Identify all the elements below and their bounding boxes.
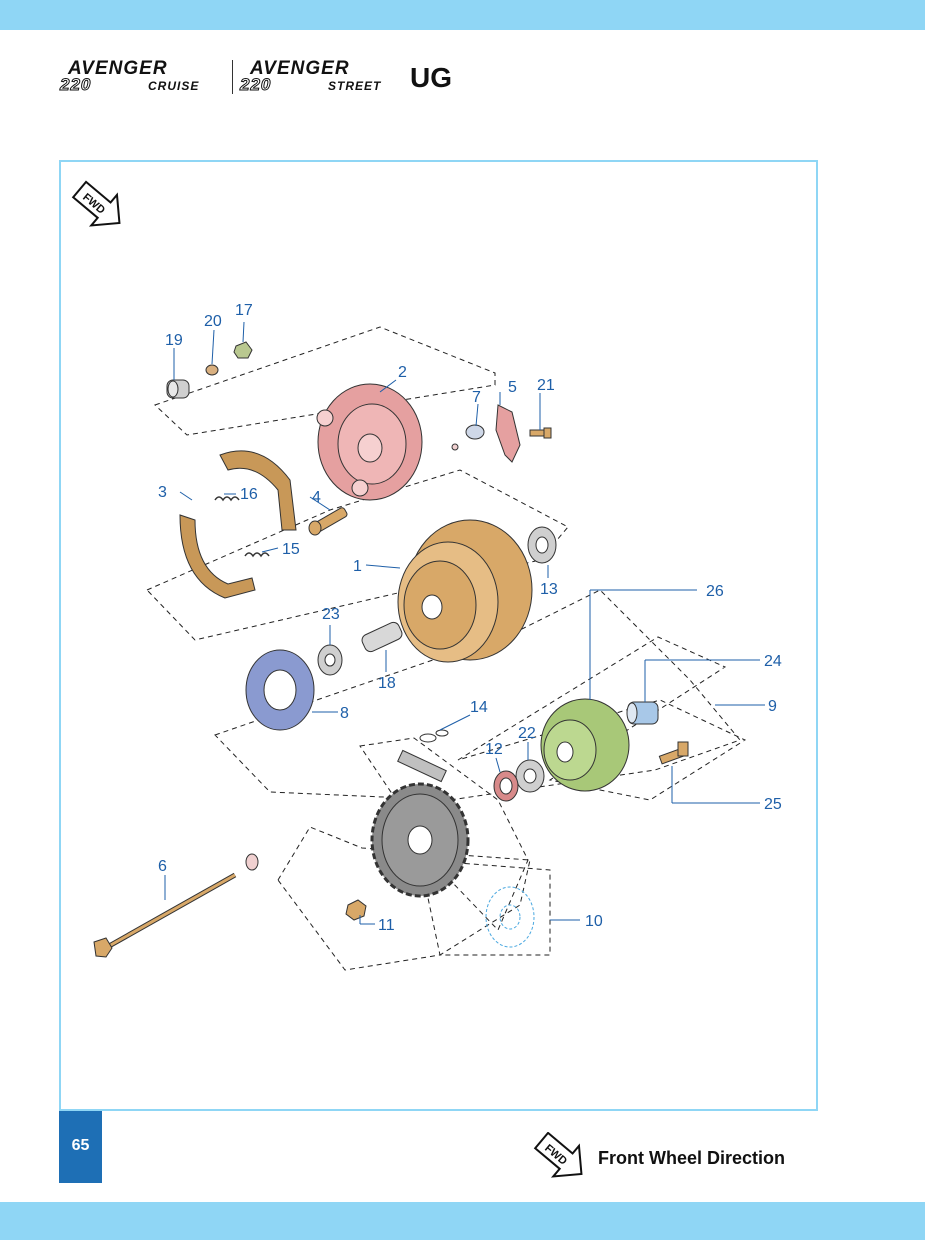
callout-16: 16 <box>240 486 258 503</box>
part-14-chain-link <box>419 729 449 743</box>
callout-14: 14 <box>470 699 488 716</box>
callout-12: 12 <box>485 741 503 758</box>
callout-20: 20 <box>204 313 222 330</box>
part-5-brake-lever <box>495 404 521 463</box>
part-20-washer <box>205 364 219 376</box>
callout-18: 18 <box>378 675 396 692</box>
part-26-sprocket-hub <box>540 698 630 792</box>
callout-10: 10 <box>585 913 603 930</box>
part-15-spring <box>244 552 270 558</box>
callout-2: 2 <box>398 364 407 381</box>
callout-25: 25 <box>764 796 782 813</box>
logo-model-right: STREET <box>328 79 382 93</box>
part-24-collar <box>626 701 659 725</box>
callout-labels: 19 20 17 2 7 5 21 3 16 4 15 1 13 23 18 8… <box>158 302 782 934</box>
part-10-sprocket-ref <box>485 886 535 948</box>
callout-24: 24 <box>764 653 782 670</box>
callout-23: 23 <box>322 606 340 623</box>
part-7b-pin <box>451 443 459 451</box>
callout-4: 4 <box>312 489 321 506</box>
logo-number-left: 220 <box>59 75 92 95</box>
part-18-spacer <box>361 621 403 653</box>
callout-13: 13 <box>540 581 558 598</box>
logo-divider <box>232 60 233 94</box>
callout-22: 22 <box>518 725 536 742</box>
part-3-brake-shoes <box>179 450 297 599</box>
part-2-brake-plate <box>316 383 423 501</box>
part-23-bearing <box>317 644 343 676</box>
callout-9: 9 <box>768 698 777 715</box>
part-14b-chain <box>397 749 447 783</box>
part-16-spring <box>214 496 240 502</box>
callout-17: 17 <box>235 302 253 319</box>
part-19-bush <box>166 379 190 399</box>
bottom-band <box>0 1202 925 1240</box>
page-number: 65 <box>59 1111 102 1183</box>
diagram-frame <box>59 160 818 1111</box>
top-band <box>0 0 925 30</box>
callout-7: 7 <box>472 389 481 406</box>
leader-lines <box>164 321 765 925</box>
part-6b-washer <box>245 853 259 871</box>
part-21-bolt <box>529 427 552 439</box>
part-12-oil-seal <box>493 770 519 802</box>
part-1-wheel <box>397 519 533 663</box>
fwd-legend-label: Front Wheel Direction <box>598 1148 786 1168</box>
part-13-bearing <box>527 526 557 564</box>
part-sprocket <box>370 782 470 898</box>
callout-26: 26 <box>706 583 724 600</box>
callout-11: 11 <box>378 917 395 934</box>
logo-brand-right: AVENGER <box>250 58 350 79</box>
part-7-washer <box>465 424 485 440</box>
logo-brand-left: AVENGER <box>68 58 168 79</box>
fwd-legend-icon: FWD <box>533 1132 583 1178</box>
fwd-legend: FWD Front Wheel Direction <box>528 1132 828 1184</box>
part-25-bolt <box>658 741 689 765</box>
part-22-bearing <box>515 759 545 793</box>
callout-5: 5 <box>508 379 517 396</box>
part-8-cush-damper <box>245 649 315 731</box>
part-17-nut <box>233 341 253 359</box>
logo-variant: UG <box>410 62 452 93</box>
logo-number-right: 220 <box>239 75 272 95</box>
callout-19: 19 <box>165 332 183 349</box>
callout-21: 21 <box>537 377 555 394</box>
callout-1: 1 <box>353 558 362 575</box>
callout-3: 3 <box>158 484 167 501</box>
logo-model-left: CRUISE <box>148 79 200 93</box>
callout-8: 8 <box>340 705 349 722</box>
part-6-axle <box>93 872 237 958</box>
fwd-arrow-icon: FWD <box>71 180 121 227</box>
callout-6: 6 <box>158 858 167 875</box>
callout-15: 15 <box>282 541 300 558</box>
part-11-nut <box>345 899 367 921</box>
part-4-brake-cam <box>308 507 348 536</box>
